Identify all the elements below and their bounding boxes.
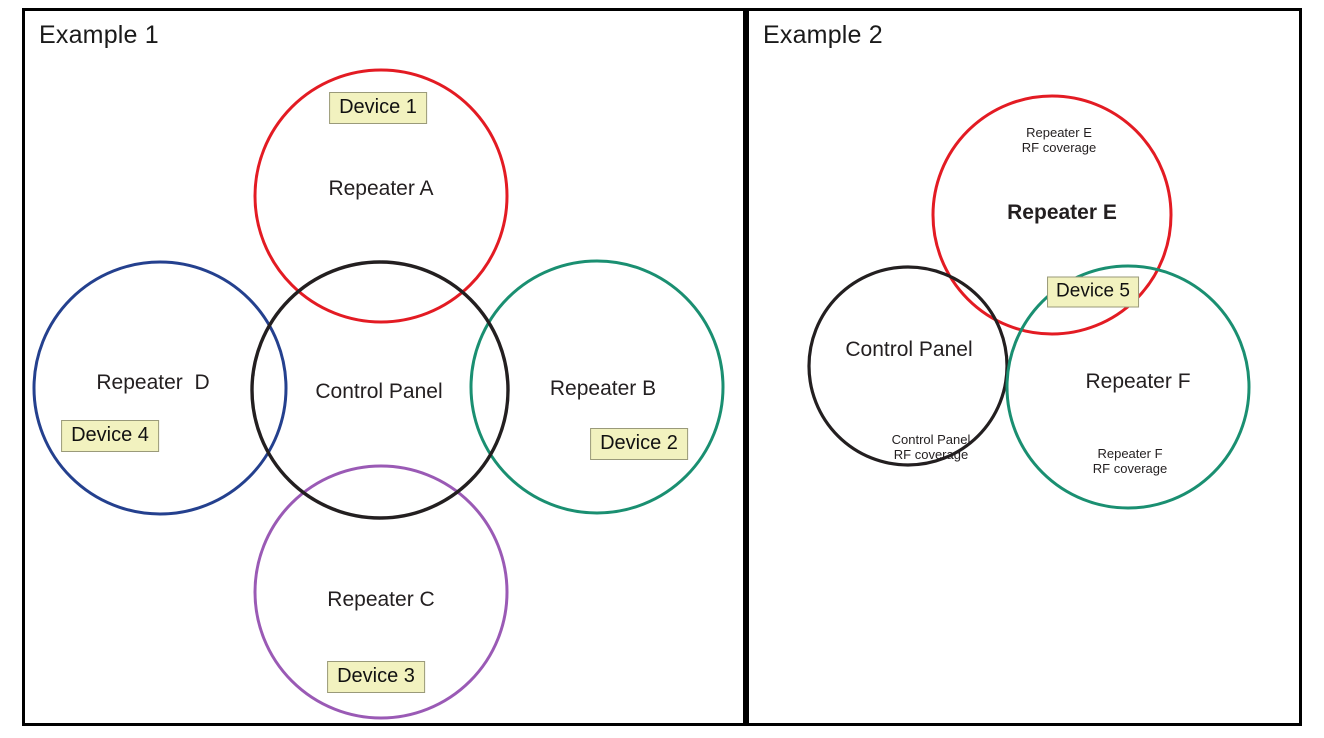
repeater-e-label: Repeater E	[1007, 201, 1117, 224]
device-5-chip[interactable]: Device 5	[1047, 276, 1139, 308]
example-2-panel: Example 2	[746, 8, 1302, 726]
repeater-d-label: Repeater D	[96, 371, 210, 394]
example-2-title: Example 2	[763, 21, 883, 49]
example-1-title: Example 1	[39, 21, 159, 49]
repeater-a-label: Repeater A	[328, 177, 434, 200]
device-1-chip[interactable]: Device 1	[329, 92, 427, 124]
device-4-chip[interactable]: Device 4	[61, 420, 159, 452]
device-2-chip[interactable]: Device 2	[590, 428, 688, 460]
control-panel-label-1: Control Panel	[315, 380, 443, 403]
repeater-b-label: Repeater B	[549, 377, 657, 400]
control-panel-label-2: Control Panel	[845, 338, 973, 361]
repeater-f-label: Repeater F	[1085, 370, 1191, 393]
repeater-c-label: Repeater C	[327, 588, 435, 611]
control-panel-coverage-label: Control Panel RF coverage	[891, 432, 971, 462]
repeater-e-coverage-label: Repeater E RF coverage	[1021, 125, 1097, 155]
device-3-chip[interactable]: Device 3	[327, 661, 425, 693]
repeater-f-coverage-label: Repeater F RF coverage	[1092, 446, 1168, 476]
